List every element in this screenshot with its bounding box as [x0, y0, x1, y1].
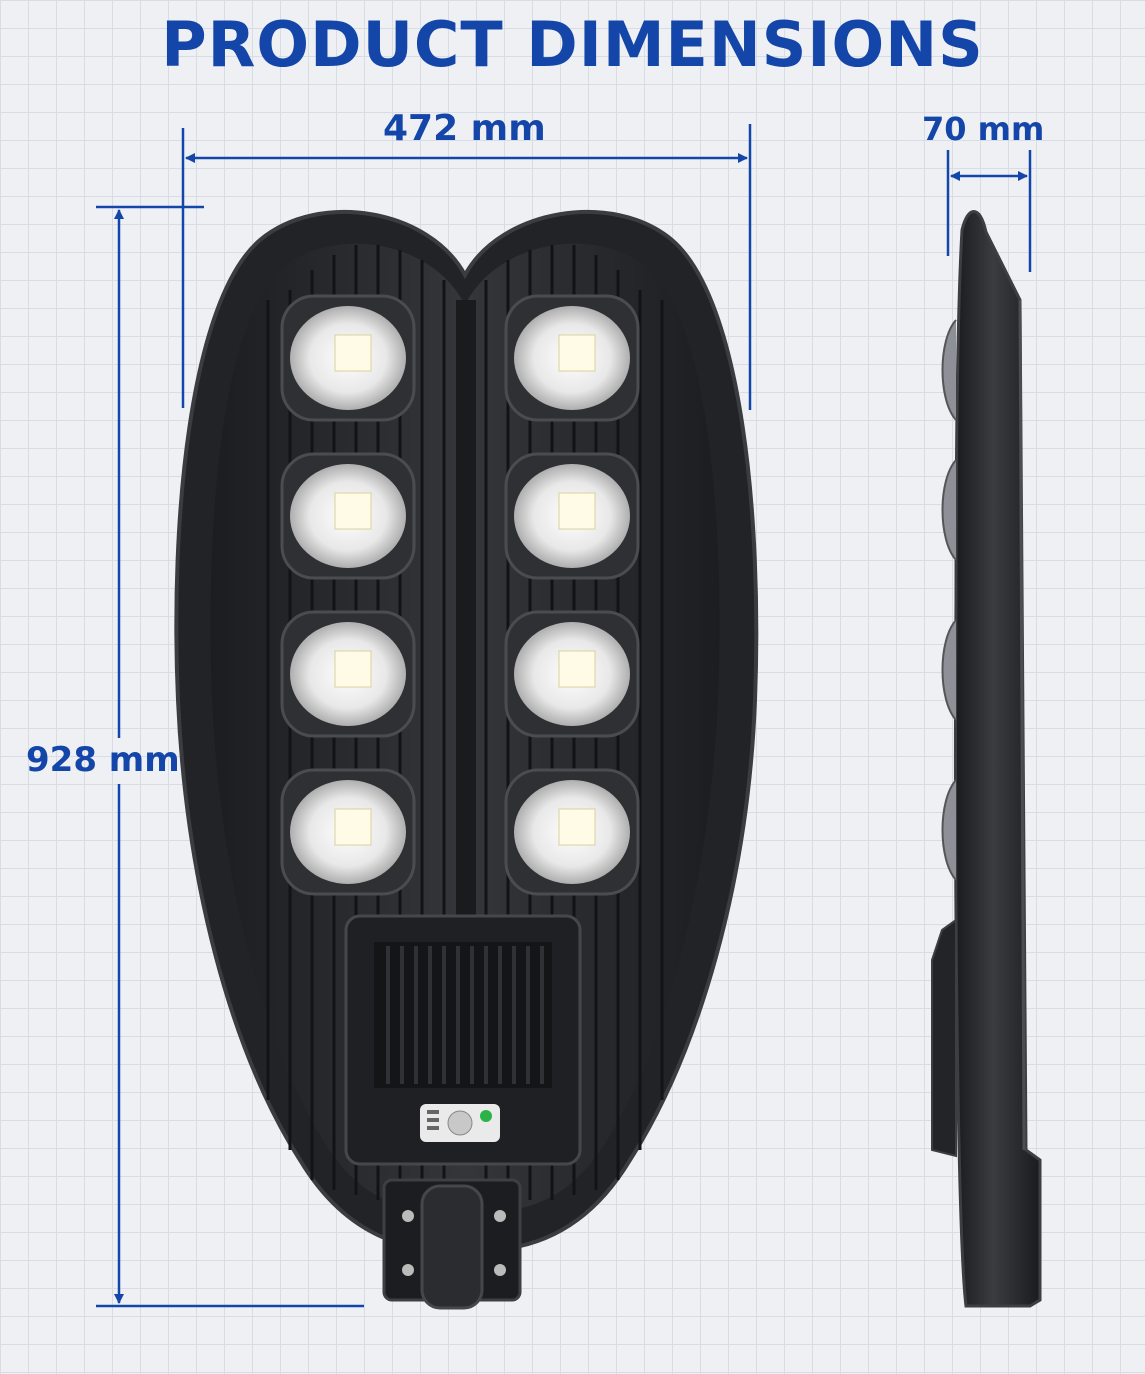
width-label: 472 mm: [383, 108, 546, 149]
width-dimension: [181, 124, 752, 410]
battery-box: [344, 914, 582, 1166]
page-title: PRODUCT DIMENSIONS: [161, 8, 984, 81]
motion-sensor-icon: [447, 1110, 473, 1136]
led-module: [504, 452, 640, 580]
power-button-icon: [480, 1110, 492, 1122]
led-module: [280, 768, 416, 896]
led-module: [280, 294, 416, 422]
led-module: [504, 294, 640, 422]
height-dimension: [96, 205, 364, 1308]
led-module: [504, 610, 640, 738]
pole-mount: [382, 1178, 522, 1310]
height-label: 928 mm: [26, 740, 180, 780]
depth-dimension: [946, 150, 1032, 272]
depth-label: 70 mm: [922, 110, 1045, 148]
lamp-front-view: [174, 210, 759, 1310]
led-module: [280, 452, 416, 580]
led-module: [504, 768, 640, 896]
lamp-side-view: [931, 210, 1042, 1308]
led-module: [280, 610, 416, 738]
